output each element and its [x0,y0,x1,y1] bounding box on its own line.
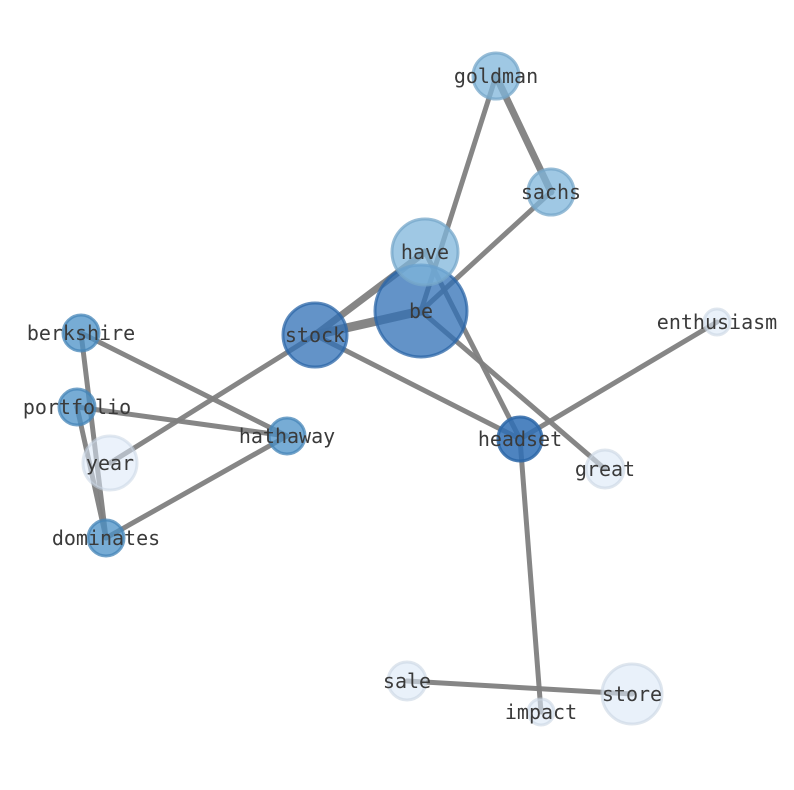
node-label-portfolio: portfolio [23,395,131,419]
edge-layer [74,72,720,715]
node-portfolio [57,387,97,427]
node-label-year: year [86,451,134,475]
edge-sale-store [404,678,635,697]
node-label-be: be [409,299,433,323]
node-label-store: store [602,682,662,706]
node-stock [281,301,349,369]
node-layer [57,51,732,727]
edge-headset-impact [517,436,544,715]
edge-portfolio-hathaway [74,404,290,439]
edge-stock-headset [312,332,523,442]
node-label-great: great [575,457,635,481]
node-label-sachs: sachs [521,180,581,204]
node-label-stock: stock [285,323,345,347]
edge-berkshire-hathaway [78,330,290,439]
node-label-goldman: goldman [454,64,538,88]
node-enthusiasm [702,307,732,337]
node-hathaway [267,416,307,456]
node-year [81,434,139,492]
node-label-sale: sale [383,669,431,693]
edge-dominates-hathaway [103,433,290,541]
node-label-headset: headset [478,427,562,451]
edge-headset-enthusiasm [517,319,720,442]
node-label-impact: impact [505,700,577,724]
node-store [600,662,664,726]
label-layer: be stock have goldman sachs headset enthusiasm… [23,64,777,724]
node-sachs [526,167,576,217]
node-impact [526,697,556,727]
node-sale [386,660,428,702]
edge-berkshire-dominates [78,330,109,541]
node-berkshire [61,313,101,353]
node-great [584,448,626,490]
node-have [390,217,460,287]
node-label-dominates: dominates [52,526,160,550]
node-label-hathaway: hathaway [239,424,335,448]
node-headset [496,415,544,463]
node-label-berkshire: berkshire [27,321,135,345]
node-label-enthusiasm: enthusiasm [657,310,777,334]
node-goldman [471,51,521,101]
node-label-have: have [401,240,449,264]
node-dominates [86,518,126,558]
